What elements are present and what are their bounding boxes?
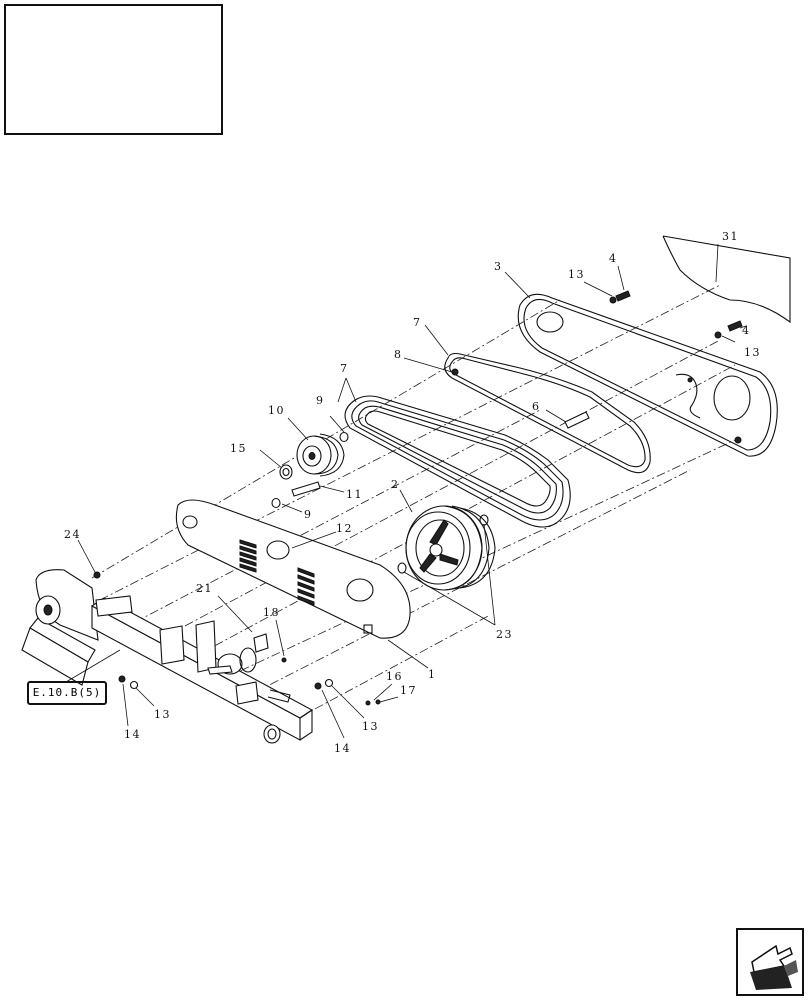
drive-pulley-large: [405, 505, 496, 591]
callout-labels: 31 3 13 4 4 13 7 8 6 7 10 9 15 11 9 2 12…: [64, 230, 761, 755]
callout-13: 13: [154, 708, 171, 721]
callout-11: 11: [346, 488, 363, 501]
mounting-plate: [175, 499, 411, 639]
leader-lines: [65, 243, 747, 739]
callout-4: 4: [742, 324, 751, 337]
title-block-frame: [4, 4, 223, 135]
frame-assembly: [21, 569, 314, 744]
hardware-items: [118, 290, 743, 706]
cover-panel: [662, 235, 791, 324]
plate-vent-upper: [239, 539, 257, 573]
next-page-arrow-icon[interactable]: [736, 928, 804, 996]
callout-7: 7: [340, 362, 349, 375]
callout-14: 14: [334, 742, 351, 755]
callout-16: 16: [386, 670, 403, 683]
plate-vent-lower: [297, 567, 315, 606]
callout-4: 4: [609, 252, 618, 265]
belt-guard-outer: [517, 293, 778, 457]
callout-9: 9: [304, 508, 313, 521]
callout-31: 31: [722, 230, 739, 243]
callout-7: 7: [413, 316, 422, 329]
callout-13: 13: [744, 346, 761, 359]
v-belt-single: [444, 352, 651, 474]
section-reference-label: E.10.B(5): [32, 686, 102, 699]
callout-12: 12: [336, 522, 353, 535]
callout-15: 15: [230, 442, 247, 455]
callout-14: 14: [124, 728, 141, 741]
callout-3: 3: [494, 260, 503, 273]
callout-9: 9: [316, 394, 325, 407]
callout-24: 24: [64, 528, 81, 541]
callout-8: 8: [394, 348, 403, 361]
callout-6: 6: [532, 400, 541, 413]
callout-13: 13: [362, 720, 379, 733]
v-belt-multi: [344, 395, 571, 528]
drive-pulley-small: [296, 433, 345, 477]
callout-17: 17: [400, 684, 417, 697]
callout-21: 21: [196, 582, 213, 595]
callout-10: 10: [268, 404, 285, 417]
callout-2: 2: [391, 478, 400, 491]
callout-18: 18: [263, 606, 280, 619]
callout-13: 13: [568, 268, 585, 281]
section-reference-link[interactable]: E.10.B(5): [27, 681, 107, 705]
callout-23: 23: [496, 628, 513, 641]
callout-1: 1: [428, 668, 437, 681]
